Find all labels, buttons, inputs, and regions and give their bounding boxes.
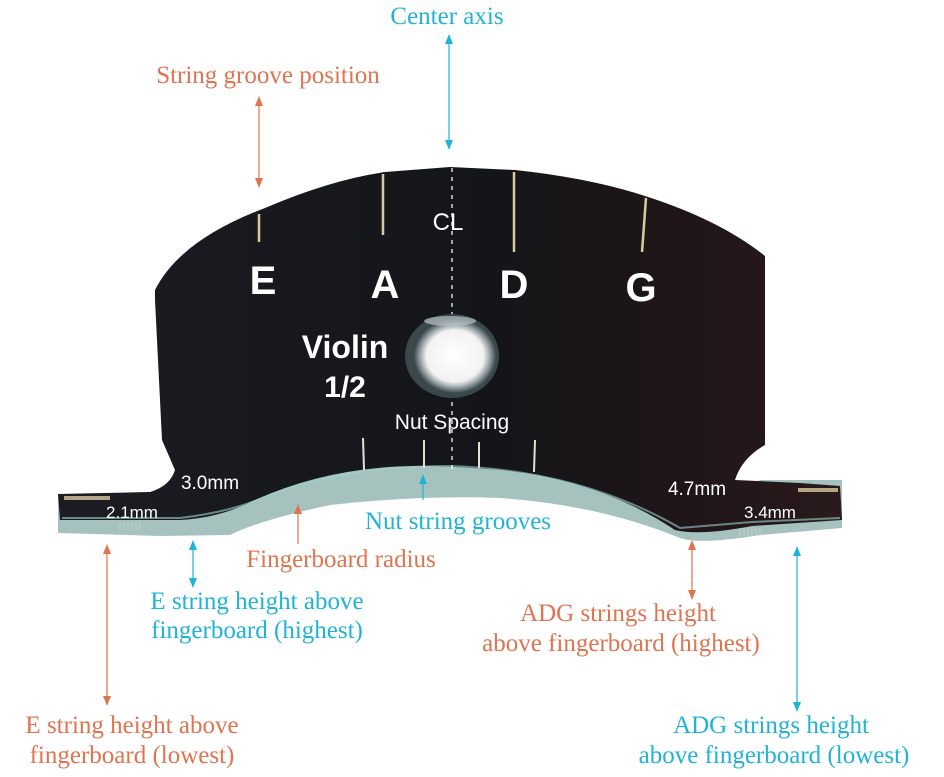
callout-adg-high-line2: above fingerboard (highest) xyxy=(482,630,760,657)
callout-string-groove-position: String groove position xyxy=(156,62,380,89)
callout-e-high-line2: fingerboard (highest) xyxy=(151,617,363,644)
callout-fingerboard-radius: Fingerboard radius xyxy=(246,546,436,573)
string-label-g: G xyxy=(625,266,656,310)
leader-nut-grooves xyxy=(419,474,427,500)
callout-adg-high-line1: ADG strings height xyxy=(520,600,716,627)
centerline-label: CL xyxy=(433,209,464,236)
string-label-d: D xyxy=(500,263,529,307)
leader-center-axis xyxy=(445,34,453,150)
adg-low-value: 3.4mm xyxy=(744,503,796,522)
leader-adg-low xyxy=(793,546,801,712)
leader-e-low xyxy=(103,544,111,706)
adg-high-value: 4.7mm xyxy=(668,479,726,500)
nut-spacing-label: Nut Spacing xyxy=(395,411,509,434)
leader-fingerboard-radius xyxy=(294,504,302,544)
callout-adg-low-line2: above fingerboard (lowest) xyxy=(639,742,910,769)
callout-center-axis: Center axis xyxy=(390,3,503,30)
e-high-value: 3.0mm xyxy=(181,473,239,494)
e-low-value: 2.1mm xyxy=(106,503,158,522)
model-size: 1/2 xyxy=(324,371,366,404)
string-label-a: A xyxy=(371,263,400,307)
leader-e-high xyxy=(189,540,197,588)
callout-e-low-line1: E string height above xyxy=(25,712,238,739)
leader-adg-high xyxy=(688,540,696,600)
model-name: Violin xyxy=(302,329,389,365)
center-hole xyxy=(405,314,499,398)
right-foot-ruler-marks xyxy=(739,528,761,536)
leader-string-groove xyxy=(255,96,263,188)
callout-e-high-line1: E string height above xyxy=(150,588,363,615)
callout-nut-string-grooves: Nut string grooves xyxy=(365,508,551,535)
string-label-e: E xyxy=(250,259,277,303)
string-groove-marks xyxy=(257,172,648,253)
nut-groove-marks xyxy=(362,437,536,473)
callout-adg-low-line1: ADG strings height xyxy=(673,712,869,739)
left-foot-ruler-marks xyxy=(119,522,141,530)
callout-e-low-line2: fingerboard (lowest) xyxy=(30,742,235,769)
